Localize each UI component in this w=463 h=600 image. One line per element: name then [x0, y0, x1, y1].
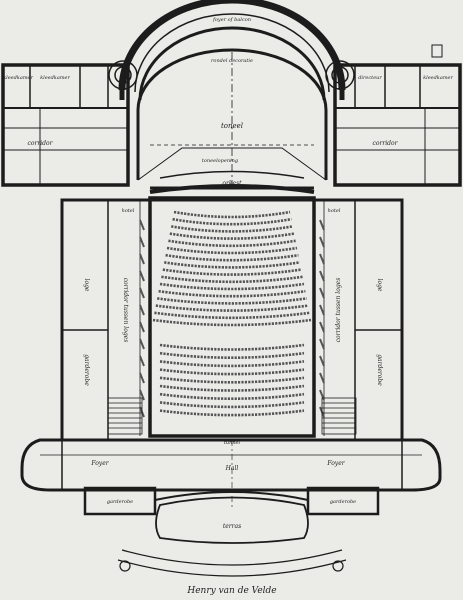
- wing-left: [1, 63, 130, 187]
- label-orchestra: orkest: [222, 180, 242, 187]
- seat-row: [159, 376, 305, 384]
- stairs-right-entrance: [321, 397, 357, 435]
- wing-right: [333, 63, 462, 187]
- front-foyer: [20, 438, 442, 510]
- label-dressing-right: kleedkamer: [423, 75, 453, 81]
- label-hotel-right: hotel: [328, 208, 341, 214]
- seat-row: [158, 289, 306, 298]
- seat-row: [155, 304, 309, 312]
- label-kassa-right: garderobe: [330, 499, 356, 505]
- side-seat: [319, 304, 325, 316]
- label-corridor-long-left: corridor tussen loges: [122, 278, 129, 343]
- side-seat: [139, 219, 145, 231]
- label-loge-left: loge: [83, 279, 90, 292]
- label-stage-wall: rondel decoratie: [211, 58, 253, 64]
- seat-row: [172, 217, 292, 226]
- proscenium: [149, 170, 315, 194]
- side-seat: [319, 372, 325, 384]
- side-seat: [139, 338, 145, 350]
- seat-row: [168, 239, 296, 248]
- seat-row: [159, 282, 305, 291]
- label-dressing-left-2: kleedkamer: [40, 75, 70, 81]
- label-cloakroom-right: garderobe: [376, 354, 383, 386]
- seating-rows: [139, 210, 325, 418]
- side-seat: [319, 355, 325, 367]
- signature: Henry van de Velde: [186, 586, 276, 596]
- side-seat: [139, 253, 145, 265]
- side-seat: [319, 270, 325, 282]
- side-seat: [139, 355, 145, 367]
- chimney: [431, 44, 443, 58]
- label-hall: Hall: [225, 465, 239, 472]
- seat-row: [154, 311, 310, 320]
- label-foyer-left: Foyer: [90, 460, 109, 467]
- label-dressing-left-1: kleedkamer: [3, 75, 33, 81]
- side-seat: [139, 270, 145, 282]
- label-cloakroom-left: garderobe: [83, 354, 90, 386]
- label-proscenium-opening: toneelopening: [202, 158, 238, 164]
- stair-left: [108, 60, 138, 90]
- stair-right: [325, 60, 355, 90]
- side-seat: [319, 287, 325, 299]
- seat-row: [152, 318, 312, 327]
- label-director: directeur: [358, 75, 382, 81]
- side-seat: [139, 304, 145, 316]
- seat-row: [159, 392, 305, 400]
- seat-row: [157, 297, 307, 305]
- label-hotel-left: hotel: [122, 208, 135, 214]
- side-seat: [319, 219, 325, 231]
- seat-row: [162, 268, 302, 276]
- seat-row: [159, 409, 305, 417]
- label-foyer-balcony: foyer of balcon: [212, 17, 251, 23]
- seat-row: [164, 261, 300, 269]
- seat-row: [159, 368, 305, 376]
- seat-row: [161, 275, 303, 284]
- room-labels: foyer of balcon rondel decoratie toneel …: [3, 17, 453, 596]
- side-seat: [319, 321, 325, 333]
- seat-row: [159, 351, 305, 359]
- side-seat: [319, 236, 325, 248]
- label-entrance-hall: tunnel: [224, 440, 241, 446]
- seat-row: [159, 401, 305, 409]
- label-kassa-left: garderobe: [107, 499, 133, 505]
- label-loge-right: loge: [376, 279, 383, 292]
- seat-row: [159, 343, 305, 351]
- stairs-left-entrance: [107, 397, 143, 435]
- seat-row: [166, 246, 298, 255]
- label-corridor-left: corridor: [28, 140, 54, 147]
- side-seat: [319, 253, 325, 265]
- label-terrace: terras: [223, 523, 241, 530]
- front-terrace: [117, 496, 347, 577]
- seat-row: [165, 253, 299, 262]
- label-corridor-right: corridor: [373, 140, 399, 147]
- side-seat: [319, 338, 325, 350]
- rear-gallery: [118, 0, 346, 101]
- side-seat: [139, 389, 145, 401]
- seat-row: [159, 360, 305, 368]
- side-seat: [139, 372, 145, 384]
- label-stage: toneel: [221, 122, 243, 130]
- side-seat: [139, 321, 145, 333]
- seat-row: [169, 232, 295, 240]
- seat-row: [170, 225, 294, 233]
- seat-row: [173, 210, 291, 219]
- side-seat: [139, 236, 145, 248]
- label-corridor-long-right: corridor tussen loges: [335, 278, 342, 343]
- side-seat: [139, 287, 145, 299]
- label-foyer-right: Foyer: [326, 460, 345, 467]
- seat-row: [159, 384, 305, 392]
- front-pavilions: [83, 486, 380, 516]
